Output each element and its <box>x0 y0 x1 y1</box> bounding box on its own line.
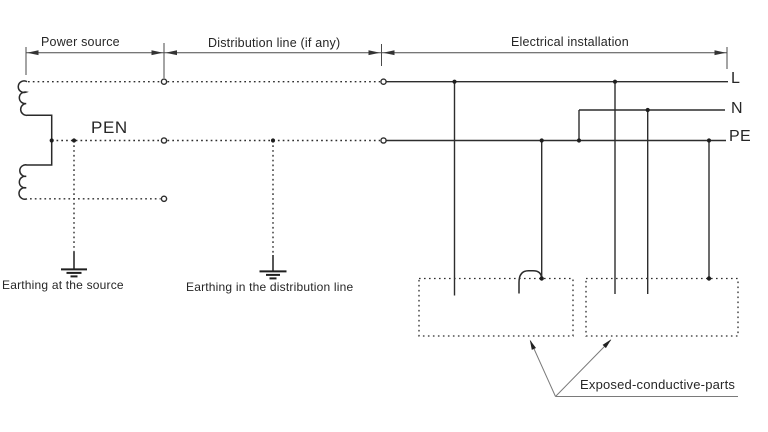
junction-dot <box>270 138 276 143</box>
caption-exposed-conductive-parts: Exposed-conductive-parts <box>580 376 736 392</box>
caption-earthing-at-source: Earthing at the source <box>2 278 124 292</box>
section-label-distribution-line: Distribution line (if any) <box>208 35 341 50</box>
exposed-conductive-part-box-1 <box>418 277 574 337</box>
junction-dot <box>645 107 650 113</box>
terminal-circle <box>380 137 387 144</box>
caption-earthing-in-distribution: Earthing in the distribution line <box>186 279 354 294</box>
junction-dot <box>539 276 544 281</box>
terminal-circles <box>160 78 387 203</box>
dimension-arrow <box>165 50 177 56</box>
section-label-power-source: Power source <box>41 35 120 49</box>
solid-conductors <box>386 81 728 296</box>
dimension-arrow <box>383 50 395 56</box>
junction-dot <box>49 138 54 143</box>
dimension-arrowheads <box>27 50 726 56</box>
dimension-arrow <box>714 50 726 56</box>
junction-dot <box>452 79 457 84</box>
junction-dot <box>576 138 582 143</box>
winding-path <box>17 80 53 200</box>
pen-conductor-label: PEN <box>91 118 128 137</box>
n-conductor-label: N <box>731 100 743 117</box>
terminal-circle <box>160 137 168 144</box>
callout-lines <box>530 339 738 397</box>
dimension-arrow <box>27 50 39 56</box>
exposed-part-boxes <box>418 277 739 337</box>
section-label-electrical-installation: Electrical installation <box>511 35 629 49</box>
terminal-circle <box>160 195 168 203</box>
dotted-conductors <box>28 81 380 255</box>
terminal-circle <box>160 78 168 85</box>
junction-dots <box>49 79 712 281</box>
junction-dot <box>539 138 544 143</box>
earth-symbol-distribution <box>259 255 287 280</box>
callout-arrowhead-1 <box>529 339 536 350</box>
junction-dot <box>612 79 618 84</box>
dimension-arrow <box>151 50 163 56</box>
pe-conductor-label: PE <box>729 127 751 145</box>
dimension-arrow <box>368 50 380 56</box>
l-conductor-label: L <box>731 70 741 87</box>
pe-connection-hook <box>518 270 543 294</box>
earth-symbol-source <box>61 252 87 278</box>
exposed-conductive-part-box-2 <box>585 277 739 337</box>
dimension-extension-ticks <box>25 43 728 78</box>
callout-arrowhead-2 <box>602 339 612 349</box>
junction-dot <box>71 138 77 143</box>
junction-dot <box>706 276 712 281</box>
junction-dot <box>706 138 712 143</box>
callout-arrows <box>529 339 738 397</box>
terminal-circle <box>380 78 387 85</box>
source-winding-coil <box>17 80 53 200</box>
